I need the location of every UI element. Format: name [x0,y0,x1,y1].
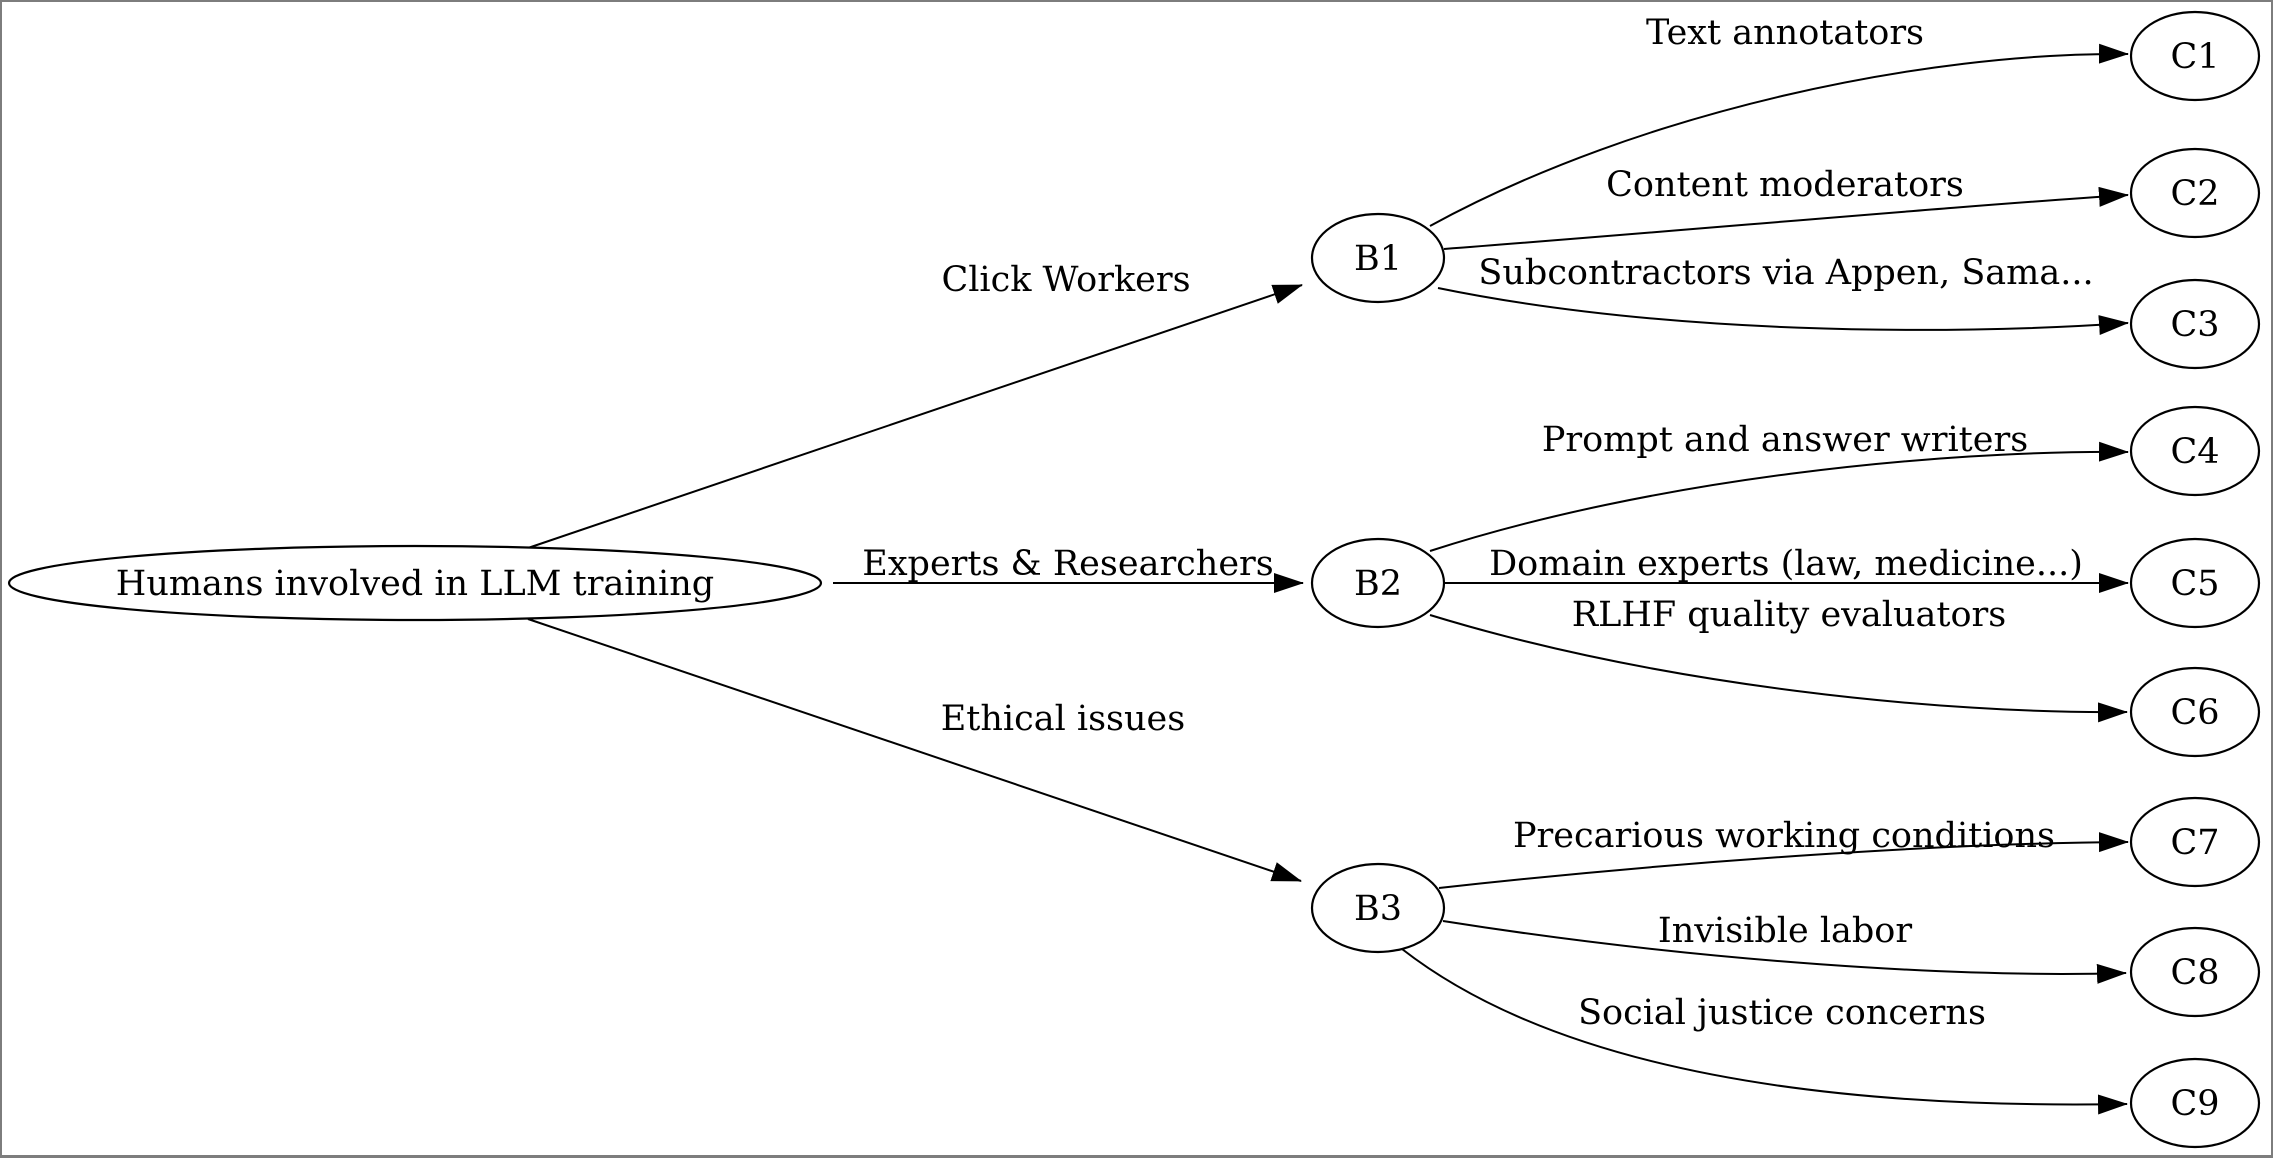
node-b3-label: B3 [1354,889,1402,929]
node-root-humans-involved: Humans involved in LLM training [7,544,823,622]
edge-a-b3 [527,618,1302,882]
node-c9-label: C9 [2170,1084,2219,1124]
edge-label-subcontractors: Subcontractors via Appen, Sama... [1478,253,2093,293]
node-c8-label: C8 [2170,953,2219,993]
edge-b2-c6 [1429,614,2128,723]
edge-label-text-annotators: Text annotators [1646,13,1924,53]
edge-label-social-justice-concerns: Social justice concerns [1578,993,1986,1033]
node-c7-ellipse [2129,796,2261,888]
node-c4-label: C4 [2170,432,2219,472]
edge-label-ethical-issues: Ethical issues [941,699,1185,739]
edge-b2-c4 [1429,441,2129,552]
edge-label-precarious-working-conditions: Precarious working conditions [1513,816,2055,856]
node-c6-label: C6 [2170,693,2219,733]
node-b1-label: B1 [1354,239,1402,279]
node-c7-label: C7 [2170,823,2219,863]
node-c1-ellipse [2129,10,2261,102]
node-b1: B1 [1310,212,1446,304]
node-b3: B3 [1310,862,1446,954]
node-c2: C2 [2129,147,2261,239]
node-root-label: Humans involved in LLM training [116,564,714,604]
edge-label-rlhf-quality-evaluators: RLHF quality evaluators [1572,595,2006,635]
node-c3-label: C3 [2170,305,2219,345]
edge-label-domain-experts: Domain experts (law, medicine...) [1489,544,2083,584]
node-c1: C1 [2129,10,2261,102]
node-c9: C9 [2129,1057,2261,1149]
node-c6: C6 [2129,666,2261,758]
node-b2: B2 [1310,537,1446,629]
node-c4: C4 [2129,405,2261,497]
edge-label-prompt-answer-writers: Prompt and answer writers [1542,420,2028,460]
edge-b1-c2 [1443,186,2129,250]
edge-a-b1 [527,284,1303,549]
edge-b3-c9 [1401,948,2128,1115]
edge-b3-c8 [1442,920,2127,984]
node-c6-ellipse [2129,666,2261,758]
edge-label-experts-researchers: Experts & Researchers [862,544,1273,584]
node-c5-label: C5 [2170,564,2219,604]
node-c2-ellipse [2129,147,2261,239]
node-c7: C7 [2129,796,2261,888]
node-root-ellipse [7,544,823,622]
node-c3: C3 [2129,278,2261,370]
edge-label-content-moderators: Content moderators [1606,165,1964,205]
node-c3-ellipse [2129,278,2261,370]
node-c8-ellipse [2129,926,2261,1018]
edge-label-invisible-labor: Invisible labor [1658,911,1912,951]
node-b1-ellipse [1310,212,1446,304]
node-c8: C8 [2129,926,2261,1018]
node-c5: C5 [2129,537,2261,629]
edge-b1-c1 [1429,43,2129,227]
node-b2-label: B2 [1354,564,1402,604]
node-c1-label: C1 [2170,37,2219,77]
node-c4-ellipse [2129,405,2261,497]
edge-label-click-workers: Click Workers [941,260,1190,300]
node-c9-ellipse [2129,1057,2261,1149]
node-b3-ellipse [1310,862,1446,954]
edge-b3-c7 [1438,832,2129,889]
node-c2-label: C2 [2170,174,2219,214]
node-c5-ellipse [2129,537,2261,629]
edge-b1-c3 [1437,287,2129,335]
node-b2-ellipse [1310,537,1446,629]
